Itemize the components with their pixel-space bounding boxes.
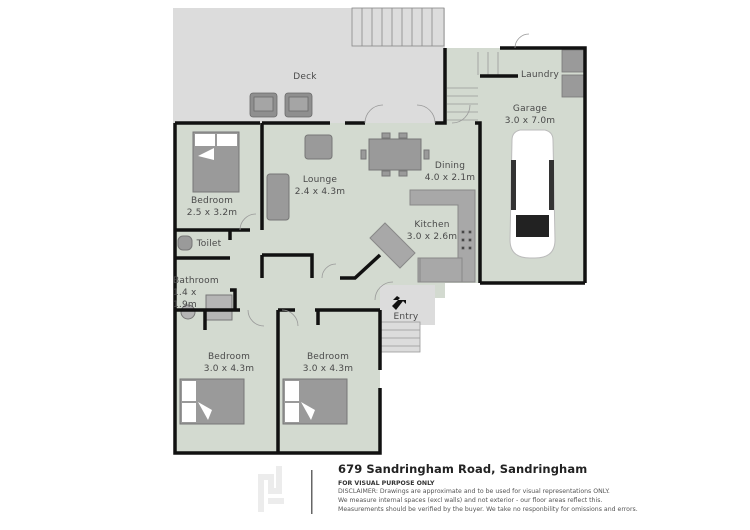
bed-icon: [179, 378, 245, 425]
laundry-machines: [561, 49, 585, 98]
entry-stairs: [379, 321, 421, 353]
room-label-deck: Deck: [280, 71, 330, 83]
room-size: 3.0 x 2.6m: [406, 232, 458, 242]
door-swings: [239, 33, 530, 327]
bed-icon: [192, 131, 240, 193]
room-size: 3.0 x 4.3m: [302, 364, 354, 374]
room-label-lounge: Lounge 2.4 x 4.3m: [290, 174, 350, 198]
bathroom-fixtures: [177, 235, 233, 321]
room-size: 1.4 x 1.9m: [173, 288, 197, 310]
room-label-toilet: Toilet: [193, 238, 225, 250]
room-size: 2.4 x 4.3m: [294, 187, 346, 197]
room-name: Bathroom: [173, 276, 219, 286]
dining-table-icon: [360, 132, 430, 177]
room-name: Dining: [434, 161, 466, 171]
room-size: 3.0 x 7.0m: [504, 116, 556, 126]
disclaimer-line: We measure internal spaces (excl walls) …: [338, 497, 603, 504]
room-label-bathroom: Bathroom 1.4 x 1.9m: [173, 275, 219, 311]
brand-logo-icon: [258, 466, 313, 514]
room-label-bedroom-2: Bedroom 3.0 x 4.3m: [199, 351, 259, 375]
entry-area: [380, 285, 435, 325]
room-label-bedroom-1: Bedroom 2.5 x 3.2m: [182, 195, 242, 219]
interior-stairs: [447, 52, 499, 121]
room-label-entry: Entry: [391, 311, 421, 323]
disclaimer-line: Measurements should be verified by the b…: [338, 506, 638, 513]
sofa-icon: [266, 134, 333, 221]
room-label-garage: Garage 3.0 x 7.0m: [500, 103, 560, 127]
room-label-bedroom-3: Bedroom 3.0 x 4.3m: [298, 351, 358, 375]
room-size: 2.5 x 3.2m: [186, 208, 238, 218]
room-label-laundry: Laundry: [515, 69, 565, 81]
room-label-dining: Dining 4.0 x 2.1m: [420, 160, 480, 184]
disclaimer-line: DISCLAIMER: Drawings are approximate and…: [338, 488, 610, 495]
room-name: Bedroom: [207, 352, 251, 362]
deck-chairs: [249, 92, 313, 118]
bed-icon: [282, 378, 348, 425]
visual-purpose-note: FOR VISUAL PURPOSE ONLY: [338, 480, 435, 487]
deck-stairs: [351, 7, 445, 47]
room-name: Entry: [393, 312, 419, 322]
room-name: Laundry: [520, 70, 560, 80]
entry-arrow-icon: [392, 296, 406, 310]
room-label-kitchen: Kitchen 3.0 x 2.6m: [402, 219, 462, 243]
room-name: Bedroom: [306, 352, 350, 362]
room-name: Bedroom: [190, 196, 234, 206]
room-name: Garage: [512, 104, 548, 114]
room-name: Lounge: [302, 175, 338, 185]
car-icon: [509, 129, 556, 259]
room-size: 4.0 x 2.1m: [424, 173, 476, 183]
floor-plan: [173, 7, 587, 455]
room-name: Deck: [293, 72, 317, 82]
kitchen-bench: [369, 189, 476, 283]
room-size: 3.0 x 4.3m: [203, 364, 255, 374]
room-name: Kitchen: [414, 220, 450, 230]
walls: [173, 46, 587, 455]
footer: 679 Sandringham Road, Sandringham FOR VI…: [338, 462, 748, 514]
room-name: Toilet: [196, 239, 222, 249]
property-address: 679 Sandringham Road, Sandringham: [338, 462, 588, 476]
